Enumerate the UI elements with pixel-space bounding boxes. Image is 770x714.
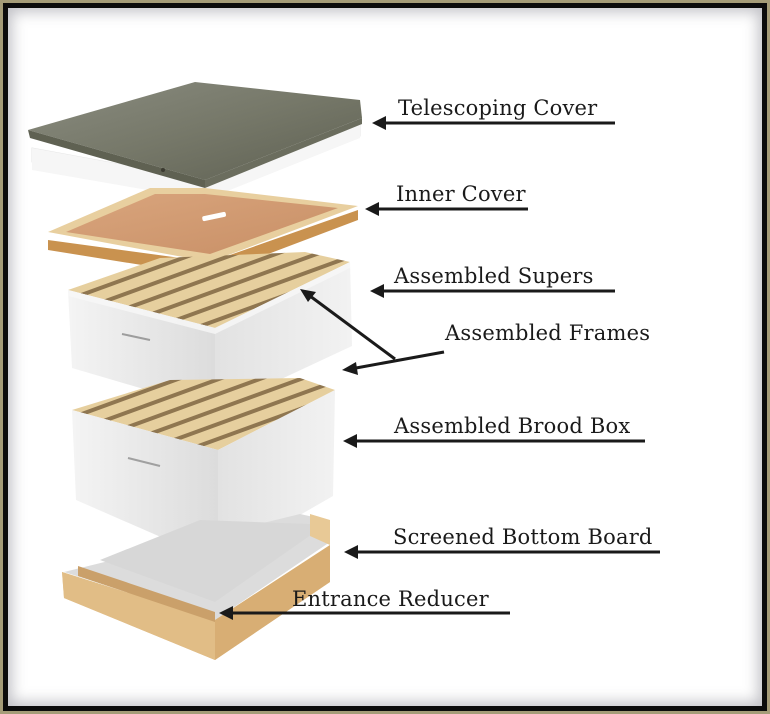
diagram-canvas: Telescoping Cover Inner Cover Assembled … <box>8 8 762 706</box>
label-inner-cover: Inner Cover <box>396 182 526 206</box>
beehive-illustration <box>28 82 660 660</box>
label-assembled-frames: Assembled Frames <box>445 321 651 345</box>
arrow-assembled-frames-upper <box>309 294 396 361</box>
screened-bottom-board-shape <box>62 514 330 660</box>
assembled-brood-box-shape <box>72 378 335 562</box>
label-entrance-reducer: Entrance Reducer <box>292 587 489 611</box>
label-assembled-brood-box: Assembled Brood Box <box>394 414 631 438</box>
label-assembled-supers: Assembled Supers <box>394 264 594 288</box>
arrow-assembled-frames-lower <box>355 350 445 370</box>
label-screened-bottom-board: Screened Bottom Board <box>393 525 653 549</box>
telescoping-cover-shape <box>28 82 362 200</box>
callout-arrows <box>219 116 660 620</box>
inner-cover-shape <box>48 188 358 276</box>
picture-frame-inner: Telescoping Cover Inner Cover Assembled … <box>3 3 767 711</box>
label-telescoping-cover: Telescoping Cover <box>398 96 598 120</box>
